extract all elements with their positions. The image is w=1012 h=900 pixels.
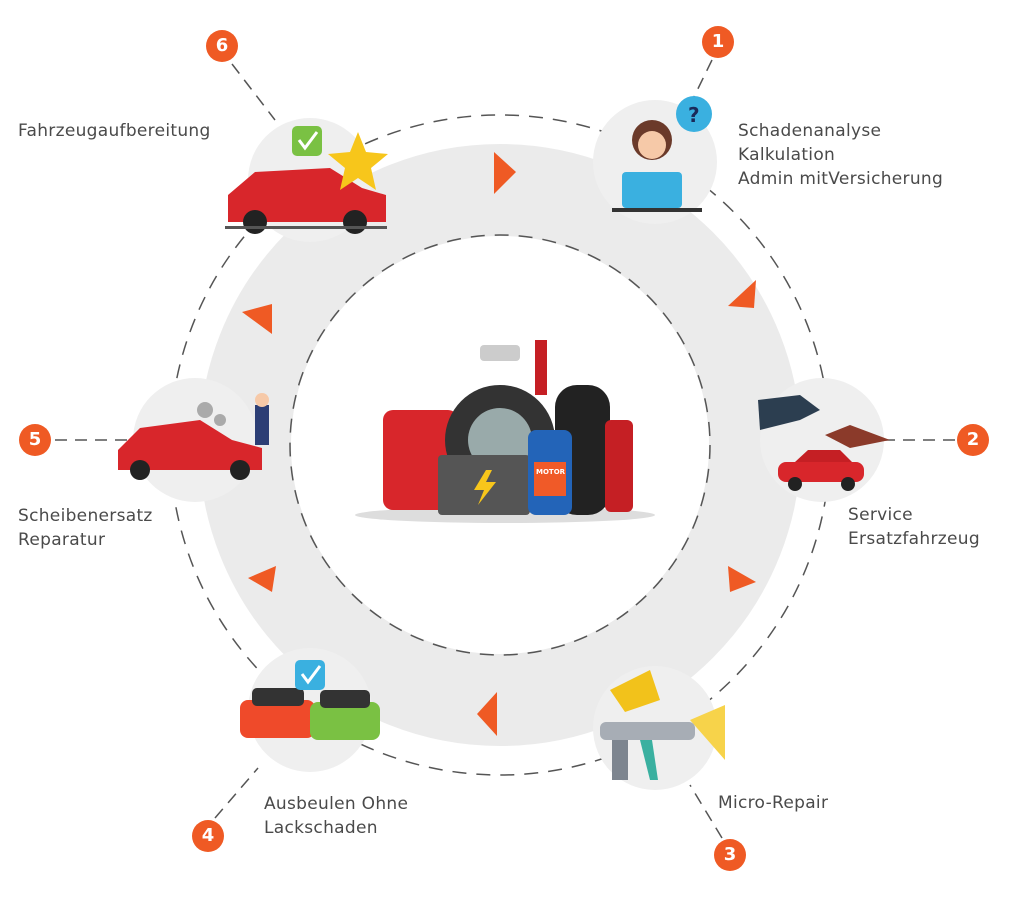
auto-parts-icon: MOTOR [355, 340, 655, 523]
label-line: Fahrzeugaufbereitung [18, 121, 211, 141]
step-4-badge: 4 [192, 820, 224, 852]
mechanic-car-icon [118, 393, 269, 480]
label-line: Ausbeulen Ohne [264, 794, 409, 814]
label-line: Service [848, 505, 913, 525]
arrow-icon [477, 692, 497, 736]
inner-dashed-circle [289, 234, 711, 656]
step-6-badge: 6 [206, 30, 238, 62]
car-star-icon [225, 126, 388, 234]
step-4-label: Ausbeulen Ohne Lackschaden [264, 792, 408, 840]
step-5-label: Scheibenersatz Reparatur [18, 504, 153, 552]
svg-text:MOTOR: MOTOR [536, 468, 566, 476]
support-agent-icon: ? [612, 96, 712, 212]
label-line: Schadenanalyse [738, 121, 882, 141]
step-3-label: Micro-Repair [718, 791, 828, 815]
step-6-label: Fahrzeugaufbereitung [18, 119, 211, 143]
direction-arrows [242, 152, 756, 736]
label-line: Reparatur [18, 530, 106, 550]
arrow-icon [494, 152, 516, 194]
arrow-icon [728, 280, 756, 308]
label-line: Ersatzfahrzeug [848, 529, 980, 549]
spray-gun-icon [600, 670, 725, 780]
car-key-handover-icon [758, 395, 890, 491]
arrow-icon [248, 566, 276, 592]
step-1-badge: 1 [702, 26, 734, 58]
step-5-badge: 5 [19, 424, 51, 456]
arrow-icon [242, 304, 272, 334]
label-line: Lackschaden [264, 818, 378, 838]
label-line: Micro-Repair [718, 793, 829, 813]
step-3-badge: 3 [714, 839, 746, 871]
step-2-badge: 2 [957, 424, 989, 456]
arrow-icon [728, 566, 756, 592]
label-line: Kalkulation [738, 145, 836, 165]
label-line: Scheibenersatz [18, 506, 153, 526]
label-line: Admin mitVersicherung [738, 169, 944, 189]
two-cars-check-icon [240, 660, 380, 740]
step-1-label: Schadenanalyse Kalkulation Admin mitVers… [738, 119, 943, 191]
svg-text:?: ? [688, 103, 700, 127]
step-2-label: Service Ersatzfahrzeug [848, 503, 980, 551]
